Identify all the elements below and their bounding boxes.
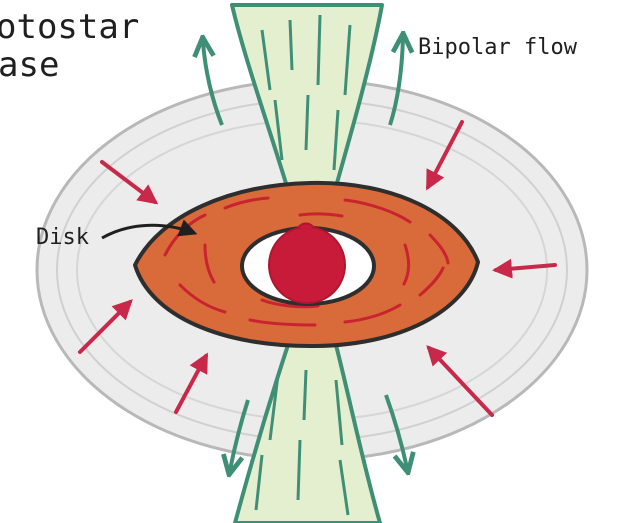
title-line-1: otostar <box>0 7 139 47</box>
bipolar-flow-label: Bipolar flow <box>418 35 578 60</box>
disk-label: Disk <box>36 225 89 250</box>
title-line-2: ase <box>0 45 59 85</box>
